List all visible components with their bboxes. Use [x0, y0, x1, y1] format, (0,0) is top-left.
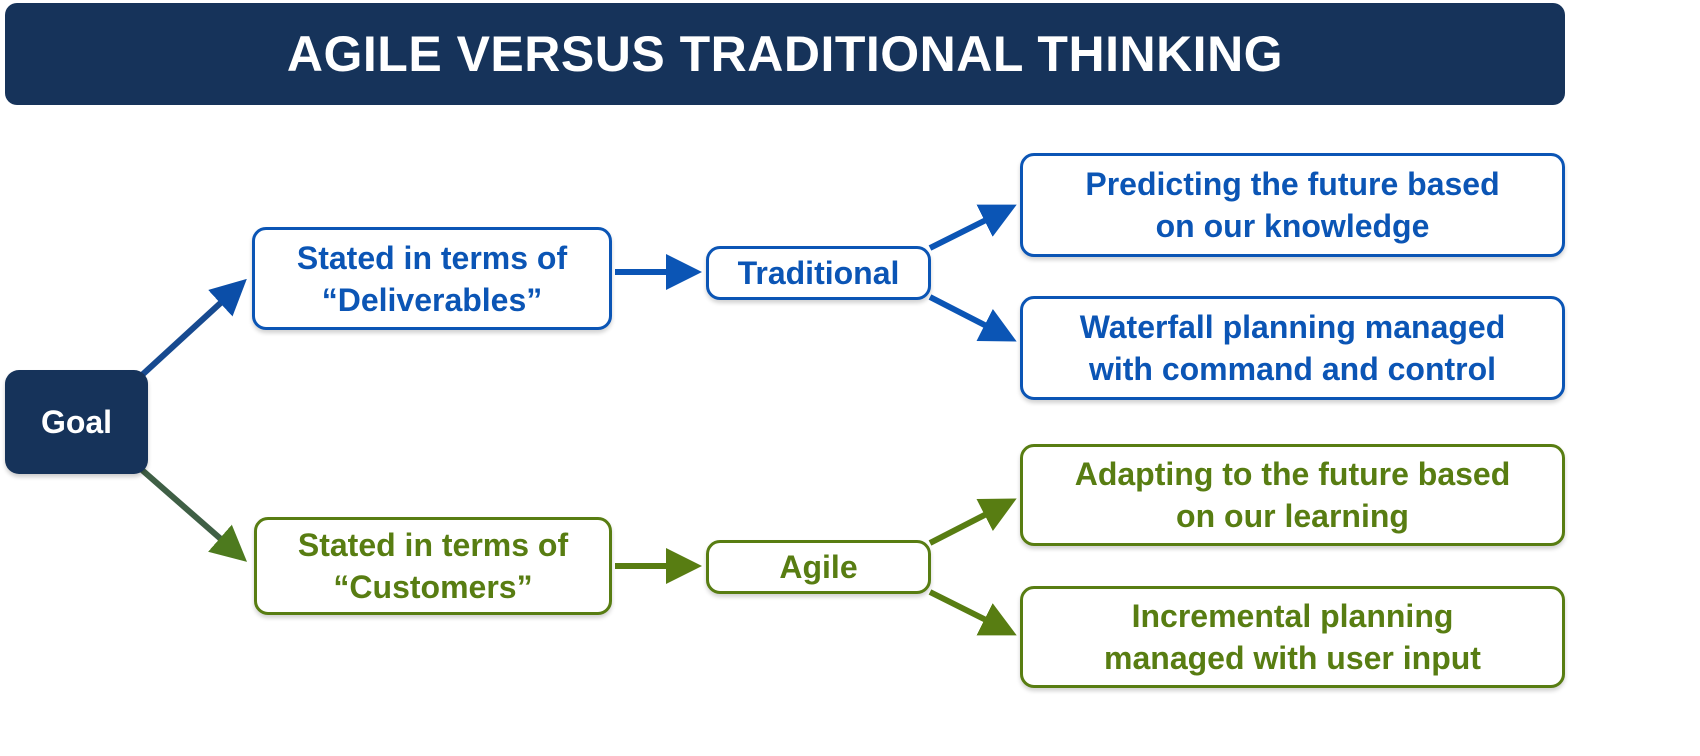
arrow-traditional-to-waterfall: [928, 294, 1017, 342]
customers-box: Stated in terms of “Customers”: [254, 517, 612, 615]
page-title: AGILE VERSUS TRADITIONAL THINKING: [5, 3, 1565, 105]
waterfall-box: Waterfall planning managed with command …: [1020, 296, 1565, 400]
arrow-traditional-to-predicting: [928, 204, 1017, 251]
incremental-box: Incremental planning managed with user i…: [1020, 586, 1565, 688]
arrow-goal-to-deliverables: [139, 278, 247, 378]
arrow-goal-to-customers: [140, 467, 248, 562]
adapting-box: Adapting to the future based on our lear…: [1020, 444, 1565, 546]
deliverables-box: Stated in terms of “Deliverables”: [252, 227, 612, 330]
agile-box: Agile: [706, 540, 931, 594]
goal-box: Goal: [5, 370, 148, 474]
traditional-box: Traditional: [706, 246, 931, 300]
arrow-agile-to-incremental: [928, 589, 1017, 636]
predicting-box: Predicting the future based on our knowl…: [1020, 153, 1565, 257]
arrow-agile-to-adapting: [928, 498, 1017, 546]
